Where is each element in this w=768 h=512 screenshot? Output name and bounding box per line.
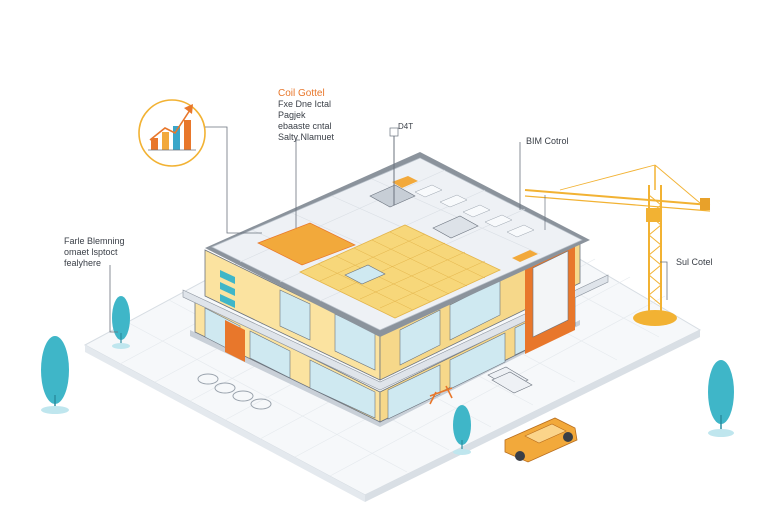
site-planning-callout: Farle Blemning omaet lsptoct fealyhere (64, 236, 125, 269)
tree-front (453, 405, 471, 455)
site-planning-line: Farle Blemning (64, 236, 125, 246)
site-planning-line: omaet lsptoct (64, 247, 118, 257)
chart-icon-bar (151, 138, 158, 150)
trees (41, 296, 734, 455)
building (182, 127, 609, 427)
chart-icon-bar (162, 132, 169, 150)
car (504, 417, 578, 463)
tree-left-small (112, 296, 130, 349)
chart-icon-bar (173, 126, 180, 150)
cost-control-line: Pagjek (278, 110, 306, 120)
arrow-up-icon (184, 104, 193, 114)
bim-control-label: BIM Cotrol (526, 136, 569, 146)
tree-right (708, 360, 734, 437)
rooftop-sign-label: D4T (398, 122, 414, 131)
soil-control-label: Sul Cotel (676, 257, 713, 267)
cost-control-line: ebaaste cntal (278, 121, 332, 131)
chart-icon-bar (184, 120, 191, 150)
cost-control-title: Coil Gottel (278, 88, 325, 99)
chart-bars (151, 120, 191, 150)
tower-crane (524, 164, 711, 326)
site-planning-line: fealyhere (64, 258, 102, 268)
chart-icon (138, 99, 206, 167)
cost-control-line: Fxe Dne Ictal (278, 99, 332, 109)
leader-lines (109, 126, 668, 333)
cost-control-callout: Coil Gottel Fxe Dne Ictal Pagjek ebaaste… (278, 88, 334, 143)
cost-control-line: Salty Nlamuet (278, 132, 335, 142)
tree-left-large (41, 336, 69, 414)
parking-area (197, 373, 272, 410)
